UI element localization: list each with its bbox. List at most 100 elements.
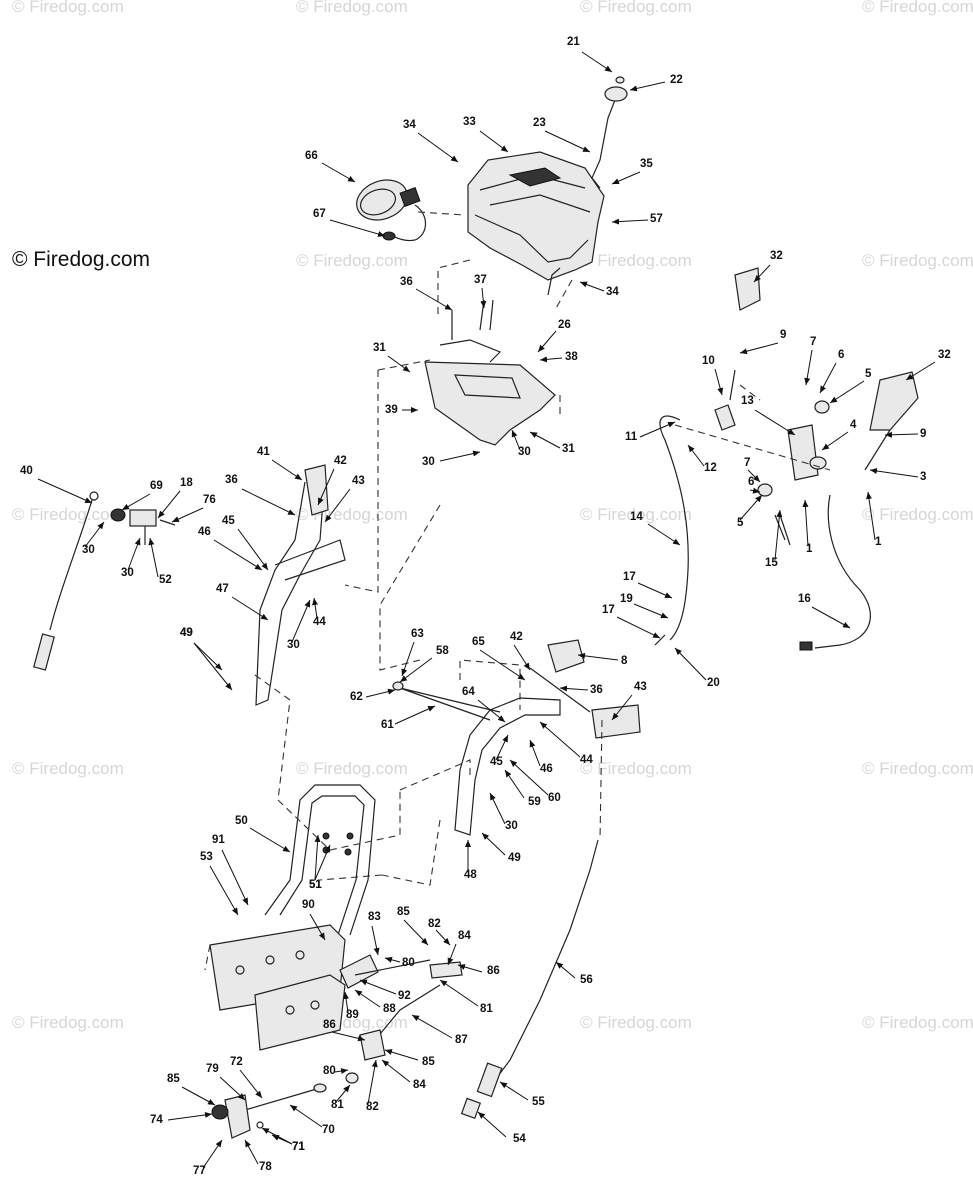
watermark-text: © Firedog.com xyxy=(12,505,124,524)
part-number-label: 34 xyxy=(606,286,619,298)
leader-line xyxy=(504,769,525,799)
part-number-label: 61 xyxy=(381,719,394,731)
leader-line xyxy=(511,429,521,451)
leader-line xyxy=(499,1081,529,1101)
leader-line xyxy=(481,832,506,856)
part-number-label: 3 xyxy=(920,471,926,483)
part-number-label: 90 xyxy=(302,899,315,911)
part-number-label: 85 xyxy=(397,906,410,918)
part-number-label: 72 xyxy=(230,1056,243,1068)
leader-line xyxy=(354,989,381,1008)
leader-line xyxy=(447,943,457,966)
leader-line xyxy=(365,688,396,698)
part-number-label: 46 xyxy=(198,526,211,538)
leader-line xyxy=(394,705,436,725)
watermark-text: © Firedog.com xyxy=(296,251,408,270)
part-number-label: 66 xyxy=(305,150,318,162)
leader-line xyxy=(579,281,605,292)
leader-line xyxy=(747,469,761,483)
leader-line xyxy=(221,849,249,906)
headlight xyxy=(356,179,427,242)
leader-line xyxy=(202,1139,223,1169)
leader-line xyxy=(529,739,541,767)
part-number-label: 87 xyxy=(455,1034,468,1046)
part-number-label: 69 xyxy=(150,480,163,492)
leader-line xyxy=(335,1084,351,1103)
part-number-label: 50 xyxy=(235,815,248,827)
part-number-label: 16 xyxy=(798,593,811,605)
part-number-label: 89 xyxy=(346,1009,359,1021)
part-number-label: 54 xyxy=(513,1133,526,1145)
part-number-label: 85 xyxy=(167,1073,180,1085)
leader-line xyxy=(289,1104,323,1128)
leader-line xyxy=(309,913,326,941)
leader-line xyxy=(157,490,181,519)
part-number-label: 1 xyxy=(806,543,813,555)
part-number-label: 5 xyxy=(865,368,872,380)
leader-line xyxy=(244,1139,259,1165)
leader-line xyxy=(633,603,669,619)
part-number-label: 83 xyxy=(368,911,381,923)
leader-line xyxy=(479,130,509,153)
leader-line xyxy=(231,596,269,621)
part-number-label: 35 xyxy=(640,158,653,170)
leader-line xyxy=(181,1086,216,1106)
leader-line xyxy=(121,493,151,511)
leader-line xyxy=(384,956,401,963)
rod-70-assembly xyxy=(211,1083,327,1139)
leader-line xyxy=(343,991,350,1013)
leader-line xyxy=(529,431,561,449)
part-number-label: 42 xyxy=(334,455,347,467)
part-number-label: 9 xyxy=(780,329,786,341)
leader-line xyxy=(674,647,707,681)
leader-line xyxy=(37,478,93,504)
part-number-label: 4 xyxy=(850,419,857,431)
leader-line xyxy=(171,507,204,523)
part-number-label: 52 xyxy=(159,574,172,586)
leader-line xyxy=(905,361,936,381)
leader-line xyxy=(371,925,380,956)
brand-watermark: © Firedog.com xyxy=(12,248,151,271)
leader-line xyxy=(239,1069,263,1099)
leader-line xyxy=(480,287,487,309)
leader-line xyxy=(629,81,666,92)
leader-line xyxy=(555,961,576,979)
leader-line xyxy=(219,1076,246,1101)
watermark-text: © Firedog.com xyxy=(862,251,973,270)
leader-line xyxy=(802,499,809,547)
leader-line xyxy=(271,1134,293,1145)
leader-line xyxy=(381,1059,411,1083)
assembly-lines xyxy=(204,211,831,971)
part-number-label: 20 xyxy=(707,677,720,689)
rod-61 xyxy=(392,681,491,721)
part-number-label: 70 xyxy=(322,1124,335,1136)
part-number-label: 79 xyxy=(206,1063,219,1075)
leader-line xyxy=(324,488,351,523)
part-number-label: 7 xyxy=(810,336,816,348)
leader-line xyxy=(167,1111,213,1121)
watermark-text: © Firedog.com xyxy=(862,0,973,16)
part-number-label: 30 xyxy=(422,456,435,468)
leader-line xyxy=(435,929,451,946)
part-number-label: 36 xyxy=(590,684,603,696)
part-number-label: 63 xyxy=(411,628,424,640)
part-number-label: 91 xyxy=(212,834,225,846)
leader-line xyxy=(611,218,649,225)
part-number-label: 57 xyxy=(650,213,663,225)
part-number-label: 12 xyxy=(704,462,717,474)
chute-cable-56 xyxy=(460,839,599,1120)
leader-line xyxy=(754,409,796,436)
part-number-label: 33 xyxy=(463,116,476,128)
part-number-label: 31 xyxy=(562,443,575,455)
leader-line xyxy=(539,356,563,363)
part-number-label: 18 xyxy=(180,477,193,489)
part-number-label: 17 xyxy=(602,604,615,616)
part-number-label: 82 xyxy=(428,918,441,930)
leader-line xyxy=(577,652,619,661)
part-number-label: 45 xyxy=(490,756,503,768)
part-number-label: 46 xyxy=(540,763,553,775)
right-upper-handle xyxy=(399,639,641,836)
part-number-label: 62 xyxy=(350,691,363,703)
leader-line xyxy=(495,734,509,761)
